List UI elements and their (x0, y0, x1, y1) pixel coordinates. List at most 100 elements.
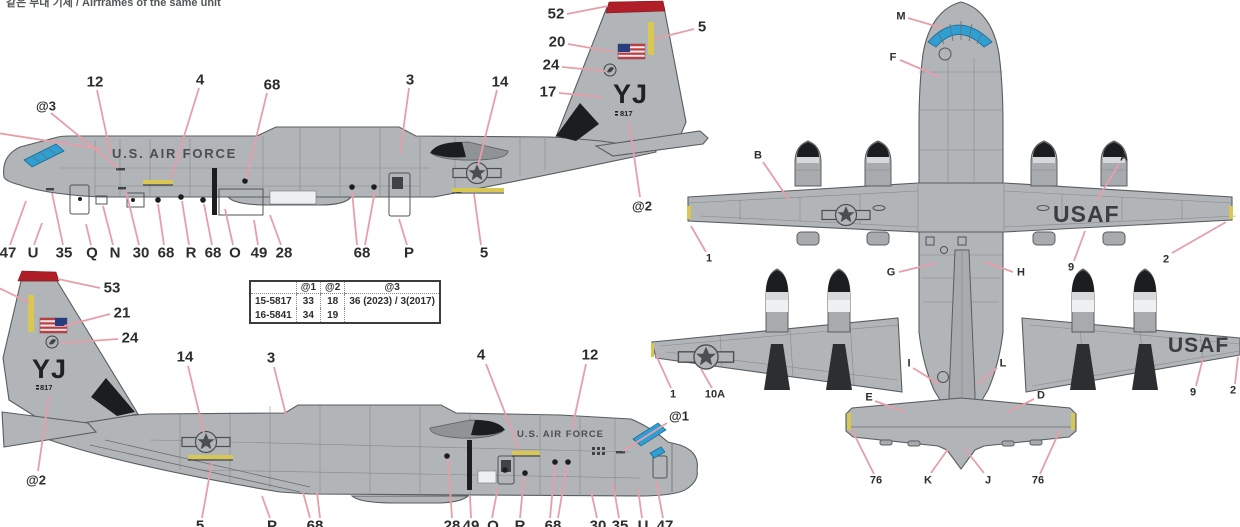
callout-12: 12 (86, 73, 104, 91)
callout-24: 24 (121, 329, 139, 347)
table-cell: 16-5841 (255, 309, 292, 321)
callout-D: D (1037, 389, 1045, 402)
header-note: 같은 부대 기체 / Airframes of the same unit (6, 0, 221, 9)
callout-N: N (109, 244, 121, 262)
callout-35: 35 (55, 244, 73, 262)
tail-serial-top: 817 (620, 109, 633, 118)
serial-decal-table-header: @1@2@3 (250, 281, 440, 294)
callout-68: 68 (353, 244, 371, 262)
callout-53: 53 (103, 279, 121, 297)
callout-30: 30 (589, 517, 607, 527)
callout-17: 17 (539, 83, 557, 101)
callout-at3: @3 (36, 98, 56, 114)
callout-12: 12 (581, 346, 599, 364)
table-cell (344, 308, 440, 323)
callout-68: 68 (263, 76, 281, 94)
table-col-header: @2 (320, 281, 345, 294)
table-header-row: @1@2@3 (250, 281, 440, 294)
side-view-top-aircraft (3, 0, 709, 217)
table-cell: 34 (295, 308, 321, 323)
callout-1: 1 (705, 252, 713, 265)
callout-2: 2 (1162, 253, 1170, 266)
table-cell: 18 (320, 293, 345, 308)
callout-J: J (984, 474, 992, 487)
fuselage-text-bottom: U.S. AIR FORCE (517, 429, 605, 440)
callout-M: M (896, 10, 906, 23)
callout-68: 68 (306, 517, 324, 527)
tail-serial-bottom: 817 (40, 383, 53, 392)
table-cell: 36 (2023) / 3(2017) (344, 293, 440, 308)
callout-4: 4 (476, 346, 486, 364)
callout-Q: Q (86, 244, 98, 262)
callout-O: O (487, 517, 499, 527)
callout-30: 30 (132, 244, 150, 262)
callout-B: B (754, 149, 762, 162)
callout-2: 2 (1229, 384, 1237, 397)
fuselage-text-top: U.S. AIR FORCE (112, 146, 238, 161)
wing-underside-views (651, 268, 1240, 393)
callout-at2: @2 (26, 472, 46, 488)
callout-68: 68 (544, 517, 562, 527)
callout-1: 1 (669, 388, 677, 401)
callout-L: L (999, 357, 1007, 370)
callout-68: 68 (157, 244, 175, 262)
callout-49: 49 (250, 244, 268, 262)
callout-O: O (229, 244, 241, 262)
callout-E: E (865, 391, 873, 404)
wing-text-top: USAF (1053, 201, 1120, 227)
callout-P: P (266, 517, 278, 527)
callout-3: 3 (405, 71, 415, 89)
callout-U: U (637, 517, 649, 527)
wing-text-underside: USAF (1168, 334, 1230, 357)
callout-4: 4 (195, 71, 205, 89)
callout-20: 20 (548, 33, 566, 51)
callout-5: 5 (479, 244, 489, 262)
tail-code-bottom: YJ (32, 354, 68, 384)
callout-28: 28 (275, 244, 293, 262)
callout-52: 52 (547, 5, 565, 23)
callout-68: 68 (204, 244, 222, 262)
callout-K: K (924, 474, 932, 487)
callout-R: R (514, 517, 526, 527)
callout-49: 49 (462, 517, 480, 527)
callout-U: U (27, 244, 39, 262)
callout-G: G (886, 266, 896, 279)
callout-H: H (1017, 266, 1025, 279)
callout-14: 14 (176, 348, 194, 366)
callout-I: I (907, 357, 911, 370)
callout-28: 28 (443, 517, 461, 527)
table-col-header (250, 281, 297, 294)
callout-24: 24 (542, 56, 560, 74)
table-cell: 19 (320, 308, 345, 323)
callout-9: 9 (1067, 261, 1075, 274)
callout-A: A (1120, 151, 1128, 164)
table-cell: 33 (295, 293, 321, 308)
table-cell: 15-5817 (255, 295, 292, 307)
callout-3: 3 (266, 349, 276, 367)
callout-at2: @2 (632, 198, 652, 214)
callout-9: 9 (1189, 386, 1197, 399)
table-col-header: @1 (295, 281, 321, 294)
plan-view-aircraft (687, 1, 1237, 470)
callout-5: 5 (195, 517, 205, 527)
callout-76: 76 (1031, 474, 1045, 487)
callout-F: F (889, 51, 897, 64)
callout-10A: 10A (704, 388, 726, 401)
table-col-header: @3 (344, 281, 440, 294)
callout-P: P (403, 244, 415, 262)
callout-5: 5 (697, 18, 707, 36)
callout-14: 14 (491, 73, 509, 91)
callout-47: 47 (0, 244, 17, 262)
callout-76: 76 (869, 474, 883, 487)
callout-35: 35 (611, 517, 629, 527)
tail-code-top: YJ (613, 79, 649, 109)
callout-47: 47 (656, 517, 674, 527)
callout-R: R (185, 244, 197, 262)
callout-at1: @1 (669, 408, 689, 424)
